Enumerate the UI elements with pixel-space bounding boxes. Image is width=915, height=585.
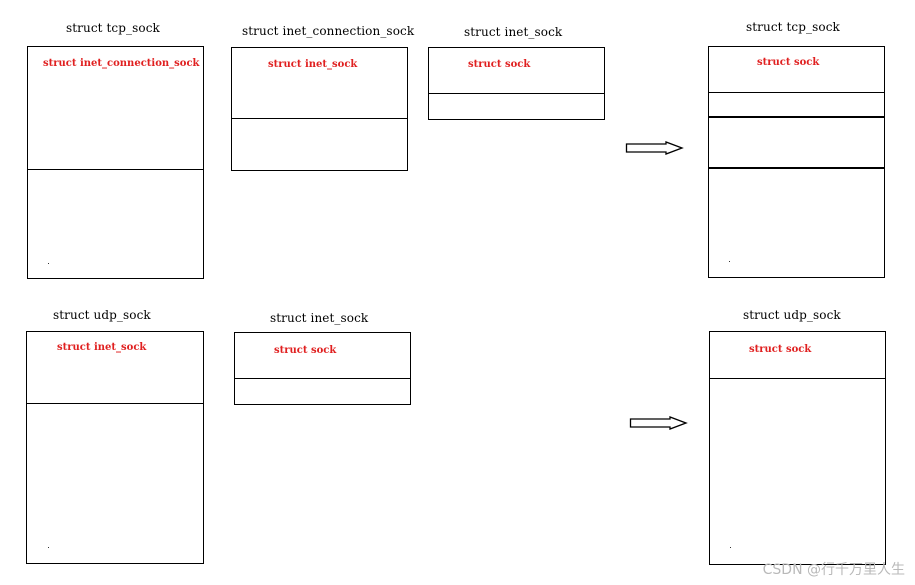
tcp-sock-result-title: struct tcp_sock (746, 20, 840, 34)
watermark-text: CSDN @行千万里人生 (762, 562, 905, 578)
tcp-sock-title: struct tcp_sock (66, 21, 160, 35)
udp-inet-sock-inner-label: struct sock (274, 345, 337, 356)
dot-marker (48, 547, 49, 548)
dot-marker (48, 263, 49, 264)
tcp-sock-inner-label: struct inet_connection_sock (43, 58, 200, 69)
udp-inet-sock-title: struct inet_sock (270, 311, 369, 325)
udp-sock-result-title: struct udp_sock (743, 308, 841, 322)
inet-sock-box: struct sock (428, 47, 605, 120)
udp-sock-inner-label: struct inet_sock (57, 342, 147, 353)
divider (27, 403, 203, 404)
udp-sock-box: struct inet_sock (26, 331, 204, 564)
tcp-sock-result-inner-label: struct sock (757, 57, 820, 68)
divider (28, 169, 203, 170)
udp-sock-result-box: struct sock (709, 331, 886, 565)
divider (710, 378, 885, 379)
divider (232, 118, 407, 119)
right-arrow-icon (629, 416, 688, 430)
inet-connection-sock-box: struct inet_sock (231, 47, 408, 171)
udp-sock-title: struct udp_sock (53, 308, 151, 322)
udp-inet-sock-box: struct sock (234, 332, 411, 405)
inet-sock-title: struct inet_sock (464, 25, 563, 39)
inet-sock-inner-label: struct sock (468, 59, 531, 70)
dot-marker (730, 547, 731, 548)
right-arrow-icon (625, 141, 684, 155)
divider (709, 92, 884, 93)
dot-marker (729, 261, 730, 262)
tcp-sock-result-box: struct sock (708, 46, 885, 278)
tcp-sock-box: struct inet_connection_sock (27, 46, 204, 279)
inet-connection-sock-inner-label: struct inet_sock (268, 59, 358, 70)
divider (709, 167, 884, 169)
divider (429, 93, 604, 94)
divider (235, 378, 410, 379)
divider (709, 116, 884, 118)
inet-connection-sock-title: struct inet_connection_sock (242, 24, 415, 38)
udp-sock-result-inner-label: struct sock (749, 344, 812, 355)
